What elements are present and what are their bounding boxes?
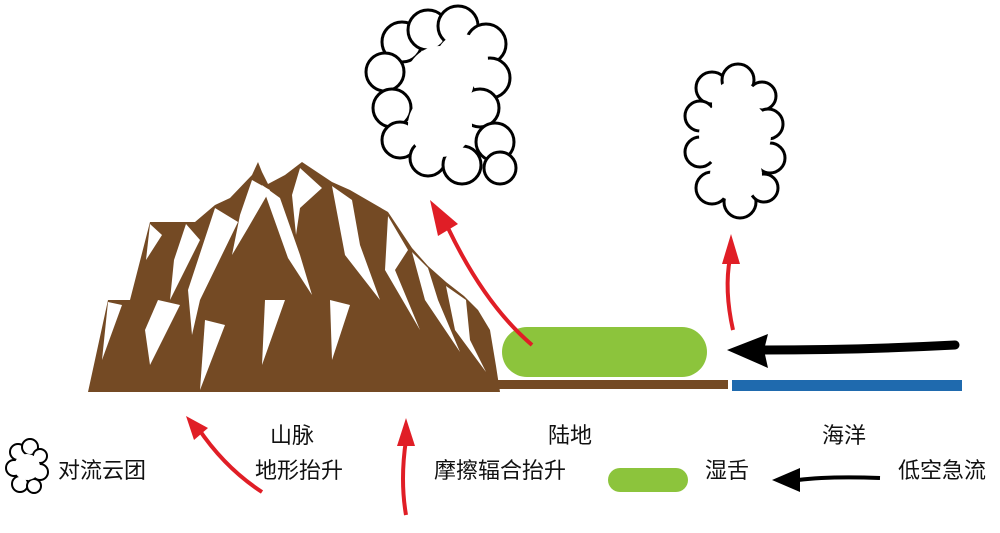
legend-moist-tongue-swatch (608, 468, 688, 492)
legend-moist-tongue-label: 湿舌 (705, 459, 749, 484)
legend-terrain-lift-label: 地形抬升 (255, 459, 343, 484)
label-land: 陆地 (548, 424, 592, 449)
moist-tongue-shape (502, 327, 707, 377)
legend-lift-arrow-1 (186, 416, 264, 494)
low-level-jet-arrow (727, 334, 960, 368)
mountain-range (88, 162, 500, 392)
legend-cloud-icon (5, 438, 49, 494)
mountain-snow (102, 168, 486, 390)
mountain-body (88, 162, 500, 392)
legend-friction-lift-label: 摩擦辐合抬升 (434, 459, 566, 484)
legend-lift-arrow-2 (397, 418, 415, 516)
legend-cloud-label: 对流云团 (58, 459, 146, 484)
land-surface (495, 380, 728, 389)
ocean-surface (732, 380, 962, 391)
convective-cloud-large (364, 4, 518, 186)
friction-lift-arrow (430, 200, 534, 347)
ocean-lift-arrow (722, 234, 740, 331)
label-ocean: 海洋 (822, 424, 866, 449)
legend-jet-label: 低空急流 (898, 459, 986, 484)
label-mountain: 山脉 (270, 424, 314, 449)
legend-jet-arrow (772, 468, 881, 492)
convective-cloud-small (683, 62, 787, 220)
